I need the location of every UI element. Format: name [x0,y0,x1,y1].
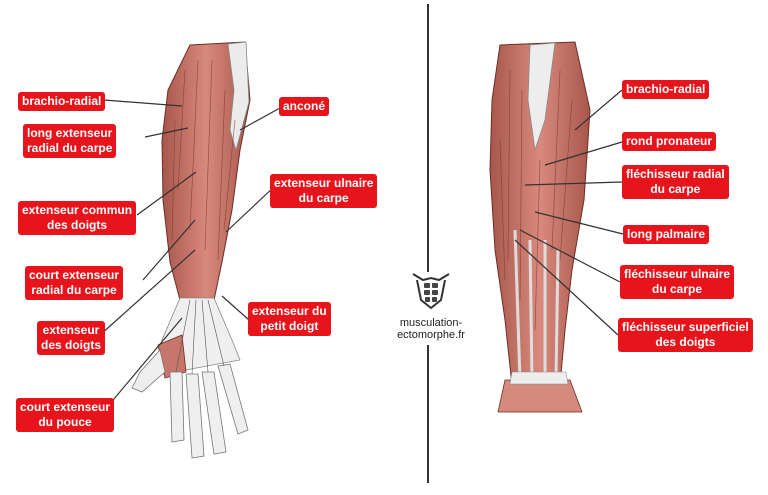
watermark-text: musculation-ectomorphe.fr [397,317,465,341]
label-line: du carpe [652,282,703,296]
label-line: extenseur commun [22,203,133,217]
label-rond-pronateur: rond pronateur [622,132,716,151]
right-wrist [497,379,583,413]
label-ancone: anconé [279,97,330,116]
label-line: fléchisseur superficiel [622,320,749,334]
left-hand-tendons [175,299,225,375]
label-line: extenseur du [252,304,327,318]
label-line: brachio-radial [626,82,706,96]
label-line: des doigts [41,338,102,352]
right-flexor-tendons [513,229,560,381]
label-line: du carpe [298,191,349,205]
label-line: radial du carpe [27,141,113,155]
center-divider-top [427,4,429,272]
left-forearm-posterior [131,41,251,459]
right-wrist-band [509,371,569,385]
label-line: du carpe [650,182,701,196]
label-brachio-radial-left: brachio-radial [18,92,106,111]
label-brachio-radial-right: brachio-radial [622,80,710,99]
label-line: des doigts [655,335,716,349]
label-long-palmaire: long palmaire [623,225,710,244]
left-fingers [169,363,249,459]
label-line: des doigts [47,218,108,232]
label-line: anconé [283,99,326,113]
label-line: radial du carpe [31,283,117,297]
label-line: extenseur ulnaire [274,176,374,190]
center-divider-bottom [427,345,429,483]
left-ulna-tendon [227,41,250,152]
label-line: rond pronateur [626,134,712,148]
label-line: brachio-radial [22,94,102,108]
label-line: long palmaire [627,227,706,241]
label-line: du pouce [38,415,92,429]
abs-torso-logo [412,273,450,310]
label-line: fléchisseur ulnaire [624,267,731,281]
label-line: court extenseur [29,268,120,282]
label-line: long extenseur [27,126,113,140]
leader-lines [99,89,624,413]
left-muscle-fibers [171,59,236,261]
right-forearm-anterior [489,41,591,413]
right-elbow-tendon [527,42,556,151]
right-muscle-fibers [499,69,573,331]
label-line: fléchisseur radial [626,167,725,181]
watermark: musculation-ectomorphe.fr [366,270,496,341]
label-line: extenseur [42,323,100,337]
left-thumb [131,349,166,393]
label-line: court extenseur [20,400,111,414]
label-line: petit doigt [260,319,319,333]
